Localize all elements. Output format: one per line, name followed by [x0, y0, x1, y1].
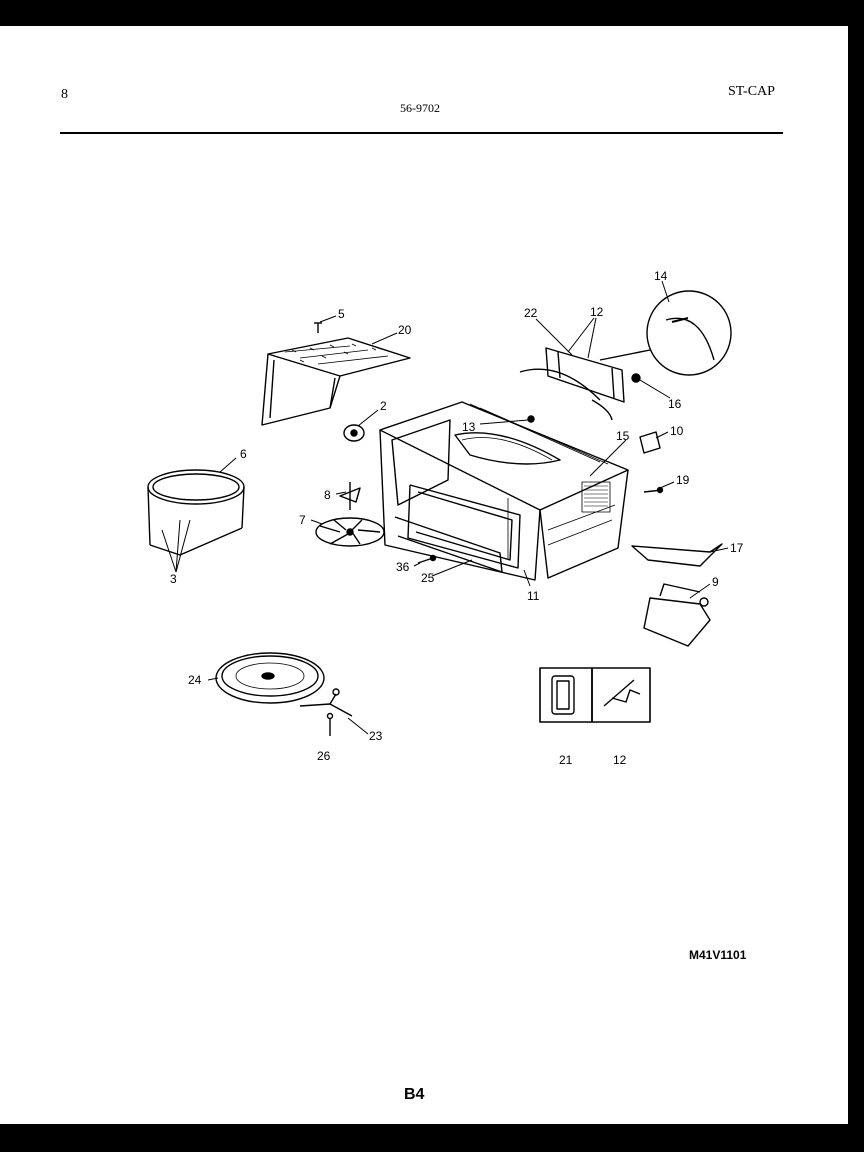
bracket-10-part: [639, 431, 661, 454]
part-label: 11: [527, 589, 540, 603]
oven-cavity-part: [379, 401, 629, 581]
switch-bracket-part: [519, 347, 651, 421]
motor-bracket-part: [643, 583, 711, 647]
screw-36-part: [417, 554, 437, 564]
grommet-part: [343, 424, 365, 442]
top-plate-part: [261, 337, 411, 426]
part-label: 15: [616, 429, 630, 443]
page-code: B4: [404, 1086, 425, 1103]
part-label: 16: [668, 397, 682, 411]
fan-bracket-part: [339, 482, 361, 510]
part-label: 24: [188, 673, 202, 687]
part-label: 5: [338, 307, 345, 321]
part-label: 9: [712, 575, 719, 589]
model-code: M41V1101: [689, 948, 747, 962]
inset-clip-12: [603, 679, 641, 707]
part-label: 12: [590, 305, 604, 319]
leader-lines: [161, 280, 729, 735]
part-label: 12: [613, 753, 627, 767]
part-label: 7: [299, 513, 306, 527]
header-rule: [60, 132, 783, 134]
part-label: 22: [524, 306, 538, 320]
stirrer-fan-part: [315, 517, 385, 547]
stirrer-cover-part: [147, 469, 245, 556]
duct-part: [631, 543, 723, 567]
roller-support-part: [299, 688, 353, 736]
part-label: 19: [676, 473, 690, 487]
part-label: 21: [559, 753, 573, 767]
part-label: 8: [324, 488, 331, 502]
exploded-parts-diagram: 14 22 12 5 20 2 13 15 10 16 6 8 19 7 36 …: [147, 269, 744, 767]
bottom-rail-part: [394, 516, 503, 573]
inset-switch-21: [551, 675, 575, 715]
detail-circle-part: [646, 290, 732, 376]
part-label: 25: [421, 571, 435, 585]
part-label: 13: [462, 420, 476, 434]
catalog-number: 56-9702: [400, 101, 440, 115]
screw-part: [314, 322, 322, 333]
inset-box-12: [591, 667, 651, 723]
part-label: 10: [670, 424, 684, 438]
part-label: 3: [170, 572, 177, 586]
part-label: 26: [317, 749, 331, 763]
part-label: 6: [240, 447, 247, 461]
page-number: 8: [61, 87, 68, 102]
part-label: 17: [730, 541, 744, 555]
part-label: 2: [380, 399, 387, 413]
section-code: ST-CAP: [728, 84, 775, 99]
part-label: 14: [654, 269, 668, 283]
parts-diagram-page: 8 56-9702 ST-CAP: [0, 26, 848, 1124]
screw-19-part: [643, 486, 664, 494]
screw-13-part: [527, 415, 535, 423]
part-label: 20: [398, 323, 412, 337]
part-label: 23: [369, 729, 383, 743]
screw-16-part: [631, 373, 641, 383]
turntable-part: [215, 652, 325, 704]
part-label: 36: [396, 560, 410, 574]
